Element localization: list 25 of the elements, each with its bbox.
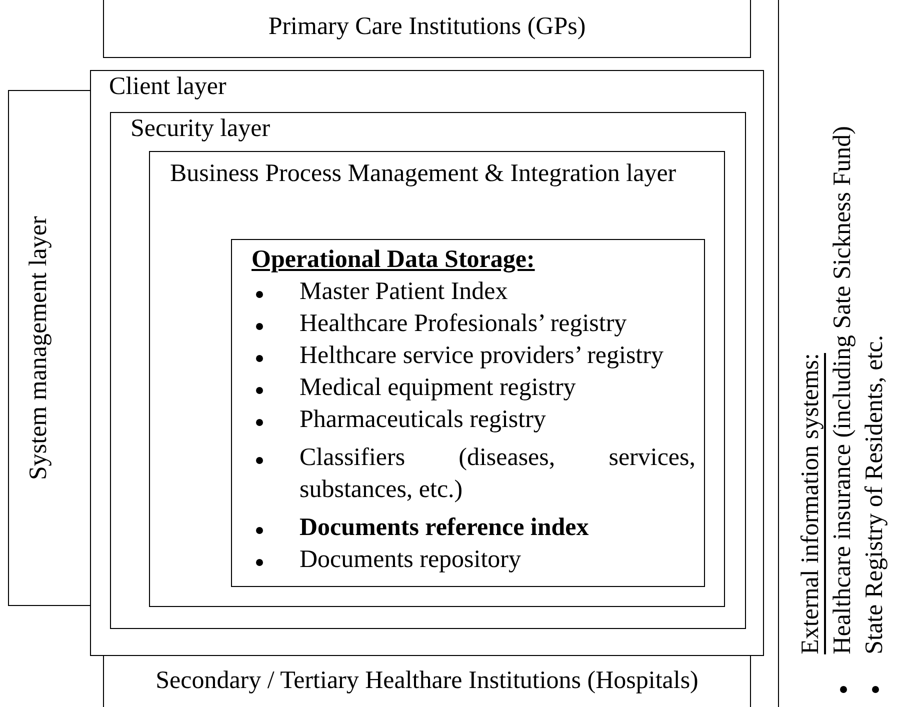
layer-title: System management layer	[25, 215, 53, 482]
box-label: Primary Care Institutions (GPs)	[267, 13, 587, 41]
layer-box	[90, 70, 764, 656]
layer-box	[149, 151, 725, 607]
storage-box	[230, 238, 704, 586]
institution-box	[103, 0, 751, 58]
list-item: Healthcare Profesionals’ registry	[300, 308, 628, 338]
list-item: Documents repository	[300, 544, 522, 574]
list-heading: External information systems:	[797, 352, 825, 654]
layer-box	[110, 112, 746, 628]
institution-box	[103, 655, 751, 707]
list-item: Master Patient Index	[300, 276, 509, 306]
list-item: State Registry of Residents, etc.	[861, 334, 889, 654]
list-item: Helthcare service providers’ registry	[300, 340, 664, 370]
list-heading: Operational Data Storage:	[252, 246, 535, 274]
list-item: Documents reference index	[300, 512, 590, 542]
list-item: Classifiers (diseases, services, substances, etc.)	[300, 442, 696, 504]
layer-title: Client layer	[109, 73, 226, 101]
list-item: Medical equipment registry	[300, 372, 577, 402]
box-label: Secondary / Tertiary Healthare Institutions (Hospitals)	[154, 667, 700, 695]
layer-title: Security layer	[130, 114, 270, 142]
layer-box	[8, 90, 91, 606]
list-item: Healthcare insurance (including Sate Sickness Fund)	[829, 126, 857, 654]
list-item: Pharmaceuticals registry	[300, 404, 547, 434]
layer-title: Business Process Management & Integration layer	[170, 160, 676, 188]
